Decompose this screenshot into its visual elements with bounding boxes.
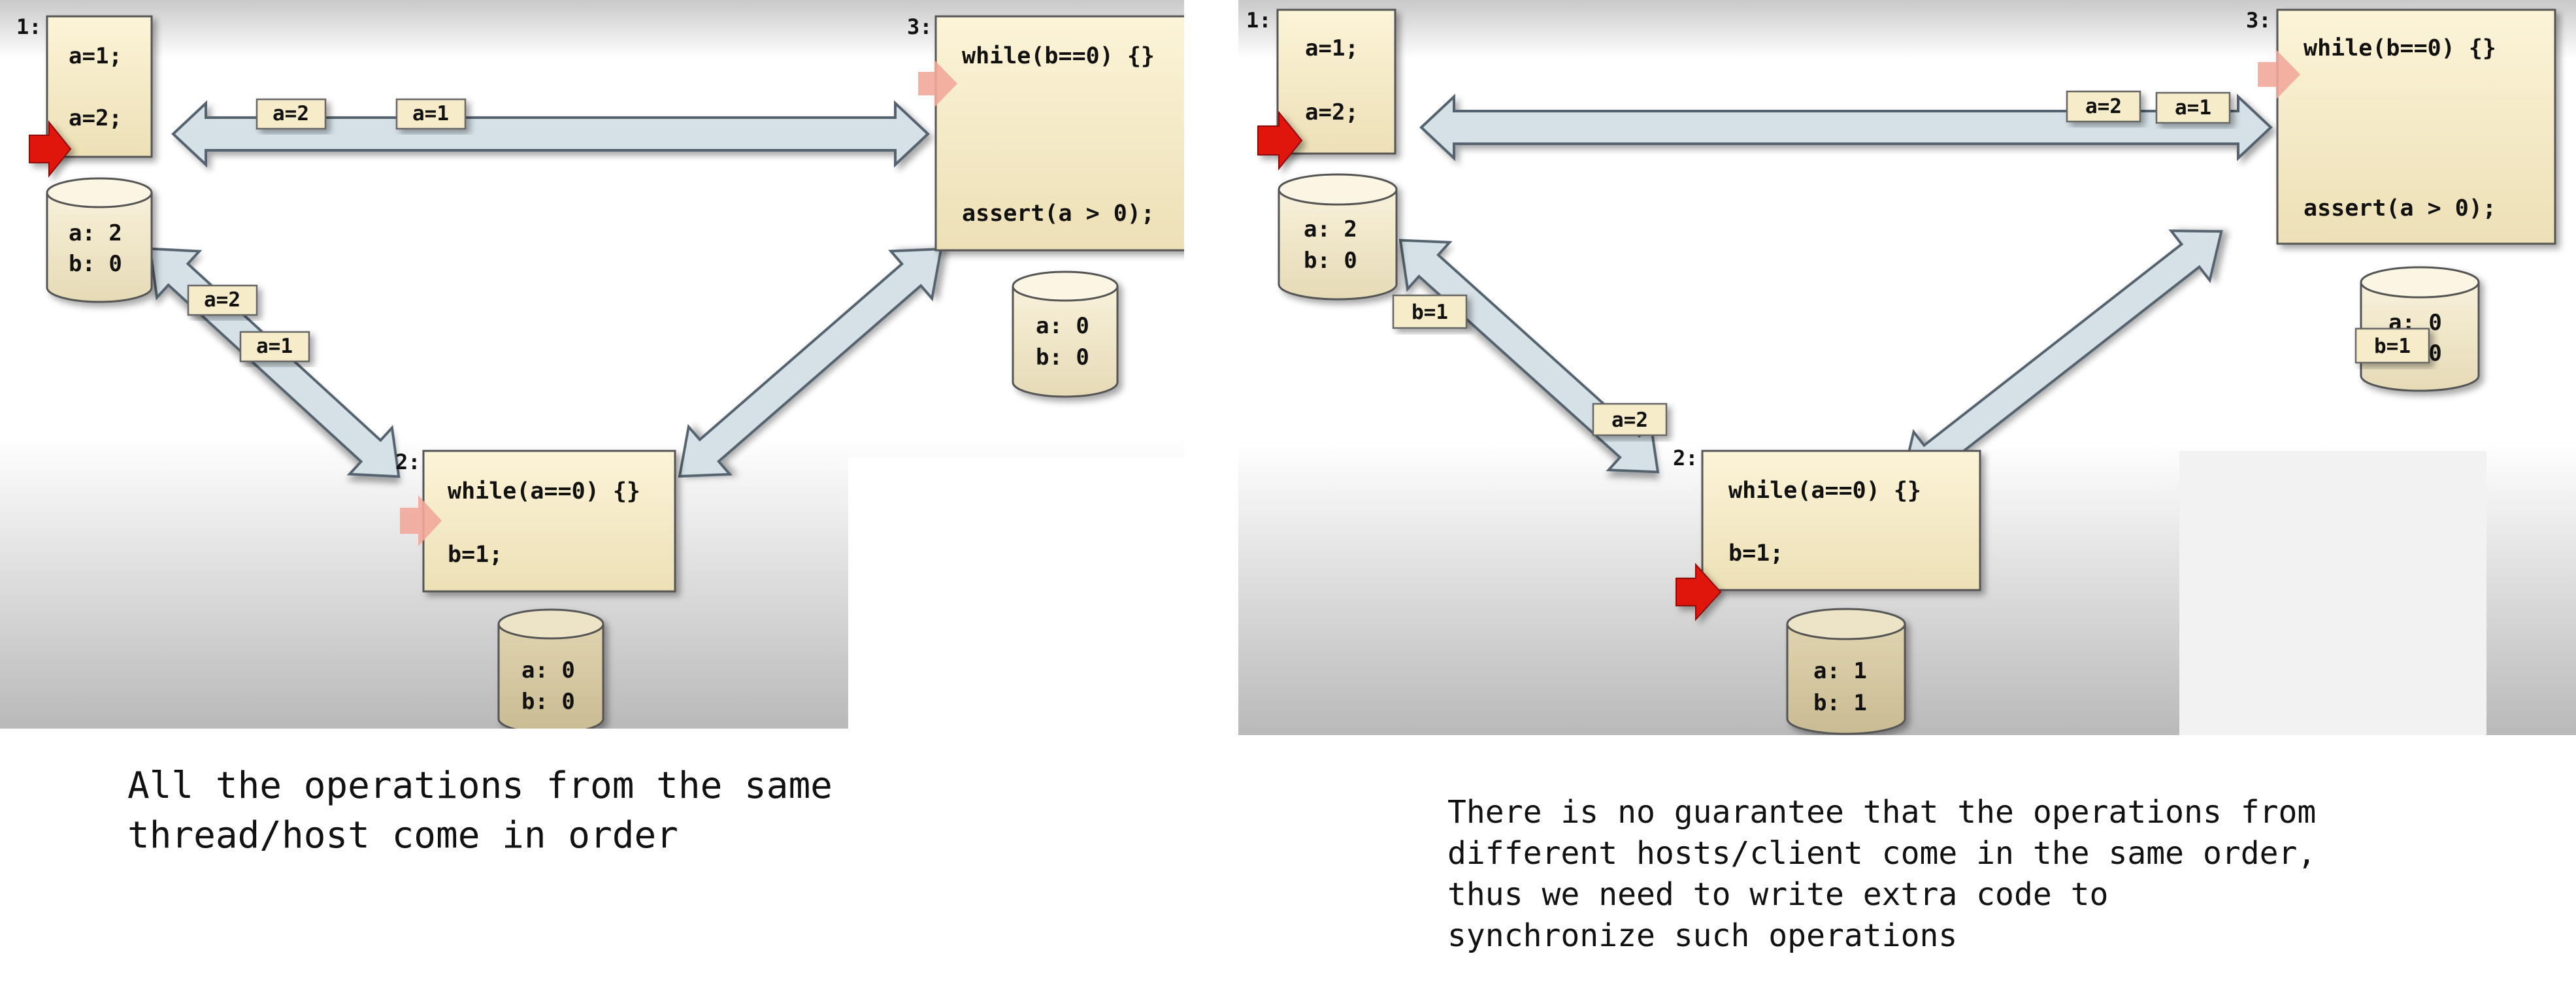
host1-execution-pointer-icon <box>29 120 72 178</box>
host3-label: 3: <box>907 14 933 39</box>
host1-store-line-2: b: 0 <box>1304 248 1357 274</box>
message-box <box>187 284 258 316</box>
host2-code-box <box>1701 450 1981 591</box>
message-box <box>2155 91 2231 124</box>
caption-line: thus we need to write extra code to <box>1447 876 2109 913</box>
host1-store <box>46 177 153 303</box>
host1-code-line-1: a=1; <box>69 43 122 69</box>
host2-code-line-1: while(a==0) {} <box>448 478 640 504</box>
host1-code-box <box>46 15 153 158</box>
left-scenario-panel: 1: a=1; a=2; a: 2 b: 0 3: while(b==0) {}… <box>0 0 1184 729</box>
host3-execution-pointer-icon <box>2258 50 2300 99</box>
right-caption: There is no guarantee that the operation… <box>1447 792 2316 957</box>
message-label: b=1 <box>1412 301 1448 324</box>
caption-line: different hosts/client come in the same … <box>1447 835 2317 872</box>
host1-code-line-2: a=2; <box>1305 99 1359 125</box>
host3-code-line-2: assert(a > 0); <box>2304 195 2496 222</box>
right-faded-region <box>2179 451 2486 735</box>
left-caption: All the operations from the same thread/… <box>127 761 833 861</box>
message-label: a=1 <box>256 335 293 358</box>
message-box <box>239 331 310 363</box>
host1-store-line-1: a: 2 <box>1304 216 1357 242</box>
host1-label: 1: <box>16 14 42 39</box>
message-box <box>395 98 467 130</box>
link-host1-host3 <box>1419 93 2273 161</box>
message-label: a=1 <box>412 102 449 125</box>
host3-execution-pointer-icon <box>918 60 957 107</box>
host1-code-box <box>1276 8 1396 155</box>
host1-label: 1: <box>1246 8 1272 33</box>
host3-store-line-2: b: 0 <box>1036 344 1089 370</box>
host2-store-line-2: b: 0 <box>521 689 575 715</box>
message-label: b=1 <box>2374 335 2411 358</box>
host1-store <box>1278 173 1398 301</box>
host3-store <box>1012 271 1119 398</box>
host1-code-line-1: a=1; <box>1305 35 1359 61</box>
host2-code-line-1: while(a==0) {} <box>1728 478 1921 504</box>
host2-code-line-2: b=1; <box>448 542 503 568</box>
host2-execution-pointer-icon <box>1676 563 1722 621</box>
host3-label: 3: <box>2246 8 2271 33</box>
caption-line: synchronize such operations <box>1447 917 1958 954</box>
host3-code-box <box>2276 8 2556 245</box>
host2-execution-pointer-icon <box>400 495 442 546</box>
host2-label: 2: <box>395 450 421 474</box>
host2-code-line-2: b=1; <box>1728 540 1783 567</box>
host2-store <box>497 608 604 729</box>
host1-store-line-1: a: 2 <box>69 220 122 246</box>
host2-store-line-2: b: 1 <box>1813 690 1867 716</box>
message-label: a=2 <box>204 288 240 312</box>
host1-code-line-2: a=2; <box>69 105 122 131</box>
message-box <box>2066 90 2141 123</box>
message-box <box>2354 327 2430 364</box>
host2-store-line-1: a: 1 <box>1813 658 1867 684</box>
caption-line: All the operations from the same <box>127 765 833 807</box>
host2-label: 2: <box>1673 446 1698 470</box>
host2-store <box>1786 608 1906 735</box>
left-blank-region <box>848 457 1184 729</box>
host1-store-line-2: b: 0 <box>69 251 122 277</box>
message-box <box>256 98 327 130</box>
right-scenario-panel: 1: a=1; a=2; a: 2 b: 0 3: while(b==0) {}… <box>1238 0 2576 735</box>
host2-store-line-1: a: 0 <box>521 657 575 683</box>
host3-code-line-1: while(b==0) {} <box>2304 35 2496 61</box>
host3-code-box <box>934 15 1184 252</box>
message-label: a=2 <box>1611 408 1648 432</box>
caption-line: thread/host come in order <box>127 814 678 857</box>
left-scenario-diagram: 1: a=1; a=2; a: 2 b: 0 3: while(b==0) {}… <box>0 0 1184 729</box>
host1-execution-pointer-icon <box>1257 110 1303 171</box>
host3-code-line-1: while(b==0) {} <box>962 43 1155 69</box>
host2-code-box <box>422 450 676 593</box>
message-box <box>1592 403 1668 436</box>
message-label: a=2 <box>2085 95 2122 118</box>
right-scenario-diagram: 1: a=1; a=2; a: 2 b: 0 3: while(b==0) {}… <box>1238 0 2576 735</box>
caption-line: There is no guarantee that the operation… <box>1447 794 2317 831</box>
link-host1-host3 <box>171 100 930 168</box>
host3-code-line-2: assert(a > 0); <box>962 201 1155 227</box>
message-label: a=1 <box>2175 96 2211 120</box>
host3-store-line-1: a: 0 <box>1036 313 1089 339</box>
message-label: a=2 <box>272 102 309 125</box>
message-box <box>1392 294 1468 329</box>
